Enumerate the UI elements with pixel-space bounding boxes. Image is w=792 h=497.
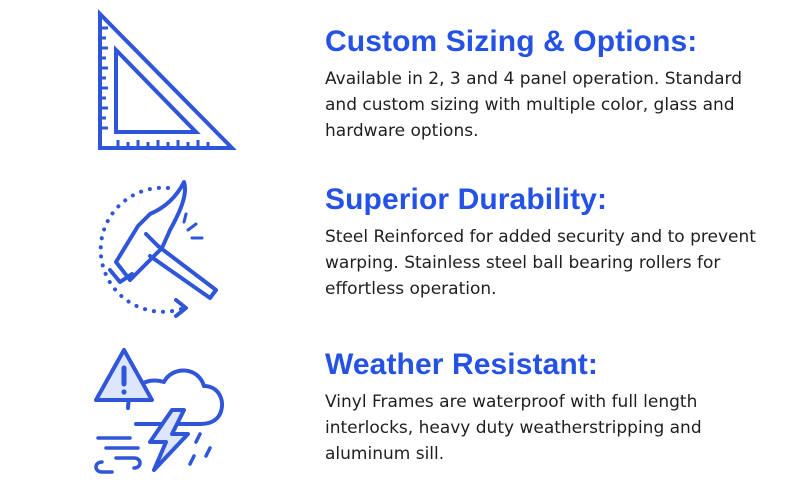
storm-warning-icon	[88, 338, 238, 488]
feature-title: Superior Durability:	[325, 183, 608, 216]
feature-description: Vinyl Frames are waterproof with full le…	[325, 392, 702, 464]
feature-description: Steel Reinforced for added security and …	[325, 227, 756, 299]
feature-title: Weather Resistant:	[325, 348, 598, 381]
feature-description: Available in 2, 3 and 4 panel operation.…	[325, 69, 743, 141]
hammer-icon	[88, 172, 238, 322]
set-square-ruler-icon	[88, 8, 238, 158]
feature-title: Custom Sizing & Options:	[325, 25, 698, 58]
